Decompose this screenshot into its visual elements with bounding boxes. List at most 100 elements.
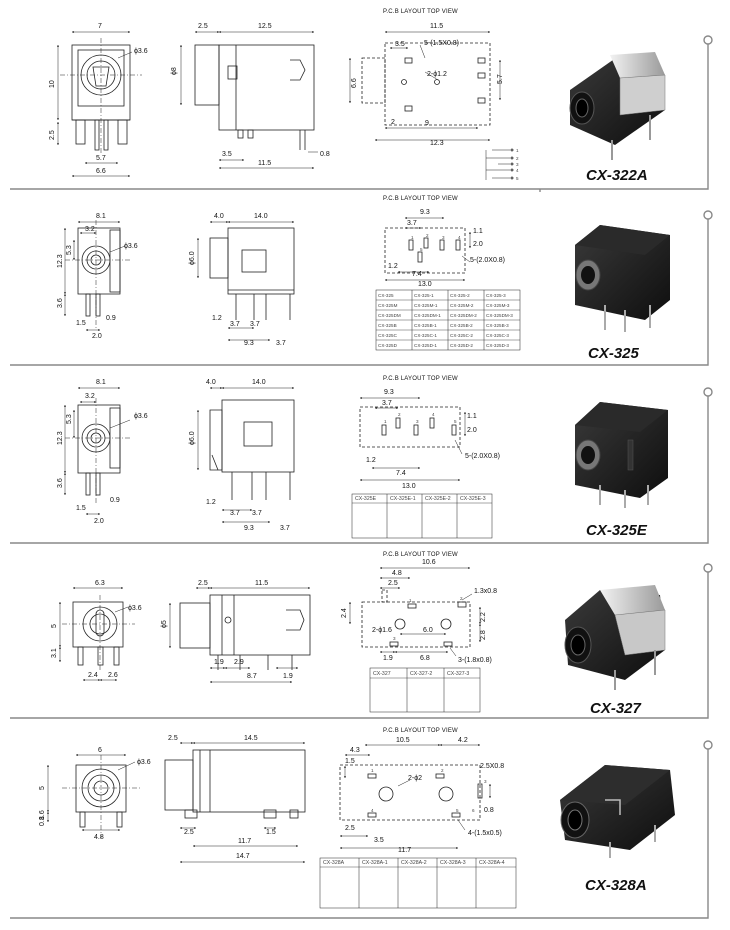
pcb-dimension-label: 11.7 bbox=[398, 847, 411, 854]
side-dimension-label: 2.5 bbox=[198, 23, 208, 30]
variant-table-cell: CX-325E-3 bbox=[460, 496, 486, 502]
front-dimension-label: 3.1 bbox=[51, 648, 58, 658]
variant-table-cell: CX-325D-3 bbox=[486, 343, 509, 348]
side-dimension-label: 3.7 bbox=[252, 510, 262, 517]
pin-number: 3 bbox=[442, 235, 445, 240]
pcb-dimension-label: 10.6 bbox=[422, 559, 436, 566]
variant-table-cell: CX-325DM-3 bbox=[486, 313, 513, 318]
front-dimension-label: 1.5 bbox=[76, 320, 86, 327]
front-view-drawing bbox=[59, 587, 135, 681]
front-dimension-label: ϕ3.6 bbox=[134, 413, 148, 420]
section-cx-325e bbox=[64, 387, 493, 539]
pin-number: 1 bbox=[411, 235, 414, 240]
front-dimension-label: 4.8 bbox=[94, 834, 104, 841]
pcb-dimension-label: 7.4 bbox=[412, 271, 422, 278]
variant-table-cell: CX-325C bbox=[378, 333, 398, 338]
side-dimension-label: 8.7 bbox=[247, 673, 257, 680]
section-cx-322a bbox=[57, 31, 514, 180]
variant-table-cell: CX-325-3 bbox=[486, 293, 506, 298]
side-dimension-label: 14.0 bbox=[254, 213, 268, 220]
pcb-dimension-label: 2 bbox=[391, 119, 395, 126]
variant-table-cell: CX-325M-3 bbox=[486, 303, 510, 308]
pin-number: 5 bbox=[456, 808, 459, 813]
pin-number: 3 bbox=[484, 779, 487, 784]
variant-table-cell: CX-325 bbox=[378, 293, 394, 298]
pcb-dimension-label: 5-(1.5X0.8) bbox=[424, 40, 459, 47]
side-dimension-label: 4.0 bbox=[206, 379, 216, 386]
side-dimension-label: 2.5 bbox=[184, 829, 194, 836]
pcb-dimension-label: 9.3 bbox=[420, 209, 430, 216]
side-dimension-label: ϕ6.0 bbox=[189, 251, 196, 265]
pcb-dimension-label: 1.5 bbox=[345, 758, 355, 765]
variant-table-cell: CX-327 bbox=[373, 671, 391, 677]
front-dimension-label: ϕ3.6 bbox=[134, 48, 148, 55]
pcb-dimension-label: 5-(2.0X0.8) bbox=[470, 257, 505, 264]
variant-table-cell: CX-325E-2 bbox=[425, 496, 451, 502]
pin-number: 1 bbox=[516, 148, 519, 153]
side-view-drawing bbox=[164, 742, 306, 863]
front-dimension-label: 1.6 bbox=[39, 810, 46, 820]
side-dimension-label: 0.8 bbox=[320, 151, 330, 158]
product-photo-cx-328a bbox=[560, 765, 675, 858]
pcb-layout-header: P.C.B LAYOUT TOP VIEW bbox=[383, 376, 458, 382]
front-dimension-label: 6 bbox=[98, 747, 102, 754]
side-view-drawing bbox=[197, 221, 295, 341]
pin-number: 1 bbox=[371, 768, 374, 773]
pcb-layout-header: P.C.B LAYOUT TOP VIEW bbox=[383, 728, 458, 734]
variant-table-cell: CX-325B-2 bbox=[450, 323, 473, 328]
text-layer: P.C.B LAYOUT TOP VIEWCX-322A7ϕ3.6102.55.… bbox=[39, 9, 648, 894]
side-dimension-label: 3.7 bbox=[250, 321, 260, 328]
side-dimension-label: 14.7 bbox=[236, 853, 250, 860]
pin-number: 4 bbox=[432, 412, 435, 417]
side-dimension-label: 2.5 bbox=[168, 735, 178, 742]
frame-pin-markers bbox=[703, 35, 713, 750]
pcb-layout-header: P.C.B LAYOUT TOP VIEW bbox=[383, 196, 458, 202]
pin-number: 1 bbox=[409, 598, 412, 603]
pcb-dimension-label: 4.8 bbox=[392, 570, 402, 577]
model-name: CX-325E bbox=[586, 522, 648, 539]
side-dimension-label: ϕ8 bbox=[171, 67, 178, 75]
pcb-dimension-label: 9 bbox=[425, 120, 429, 127]
pcb-layout-drawing bbox=[351, 397, 493, 539]
side-dimension-label: 11.5 bbox=[258, 160, 271, 167]
side-dimension-label: 1.9 bbox=[214, 659, 224, 666]
model-name: CX-325 bbox=[588, 345, 640, 362]
pcb-dimension-label: 2.5X0.8 bbox=[480, 763, 504, 770]
pcb-dimension-label: 2.0 bbox=[473, 241, 483, 248]
pcb-dimension-label: 4.2 bbox=[458, 737, 468, 744]
front-dimension-label: 7 bbox=[98, 23, 102, 30]
pcb-dimension-label: 2-ϕ2 bbox=[408, 775, 422, 782]
variant-table-cell: CX-325B-3 bbox=[486, 323, 509, 328]
front-dimension-label: 6.3 bbox=[95, 580, 105, 587]
front-dimension-label: 1.5 bbox=[76, 505, 86, 512]
pin-number: 5 bbox=[454, 419, 457, 424]
variant-table-cell: CX-328A-3 bbox=[440, 860, 466, 866]
variant-table-cell: CX-325B bbox=[378, 323, 397, 328]
variant-table-cell: CX-328A bbox=[323, 860, 345, 866]
side-dimension-label: ϕ6.0 bbox=[189, 431, 196, 445]
front-dimension-label: 2.0 bbox=[92, 333, 102, 340]
pcb-dimension-label: 5-(2.0X0.8) bbox=[465, 453, 500, 460]
variant-table-cell: CX-325-1 bbox=[414, 293, 434, 298]
pcb-dimension-label: 4.3 bbox=[350, 747, 360, 754]
variant-table-cell: CX-328A-4 bbox=[479, 860, 505, 866]
front-dimension-label: 2.4 bbox=[88, 672, 98, 679]
side-dimension-label: 3.7 bbox=[230, 510, 240, 517]
variant-table-cell: CX-327-2 bbox=[410, 671, 432, 677]
pcb-dimension-label: 2.2 bbox=[480, 612, 487, 622]
variant-table-cell: CX-325D-1 bbox=[414, 343, 437, 348]
pcb-dimension-label: 12.3 bbox=[430, 140, 444, 147]
side-view-drawing bbox=[169, 587, 311, 683]
pcb-dimension-label: 2-ϕ1.2 bbox=[427, 71, 447, 78]
pin-number: 2 bbox=[426, 233, 429, 238]
side-dimension-label: 1.2 bbox=[206, 499, 216, 506]
pcb-dimension-label: 0.8 bbox=[484, 807, 494, 814]
front-dimension-label: 10 bbox=[49, 80, 56, 88]
pcb-dimension-label: 6.6 bbox=[351, 78, 358, 88]
front-dimension-label: 5 bbox=[51, 624, 58, 628]
front-dimension-label: 3.6 bbox=[57, 298, 64, 308]
pcb-dimension-label: 1.2 bbox=[366, 457, 376, 464]
product-photo-cx-325e bbox=[575, 402, 668, 508]
variant-table-cell: CX-328A-2 bbox=[401, 860, 427, 866]
side-dimension-label: 2.5 bbox=[198, 580, 208, 587]
